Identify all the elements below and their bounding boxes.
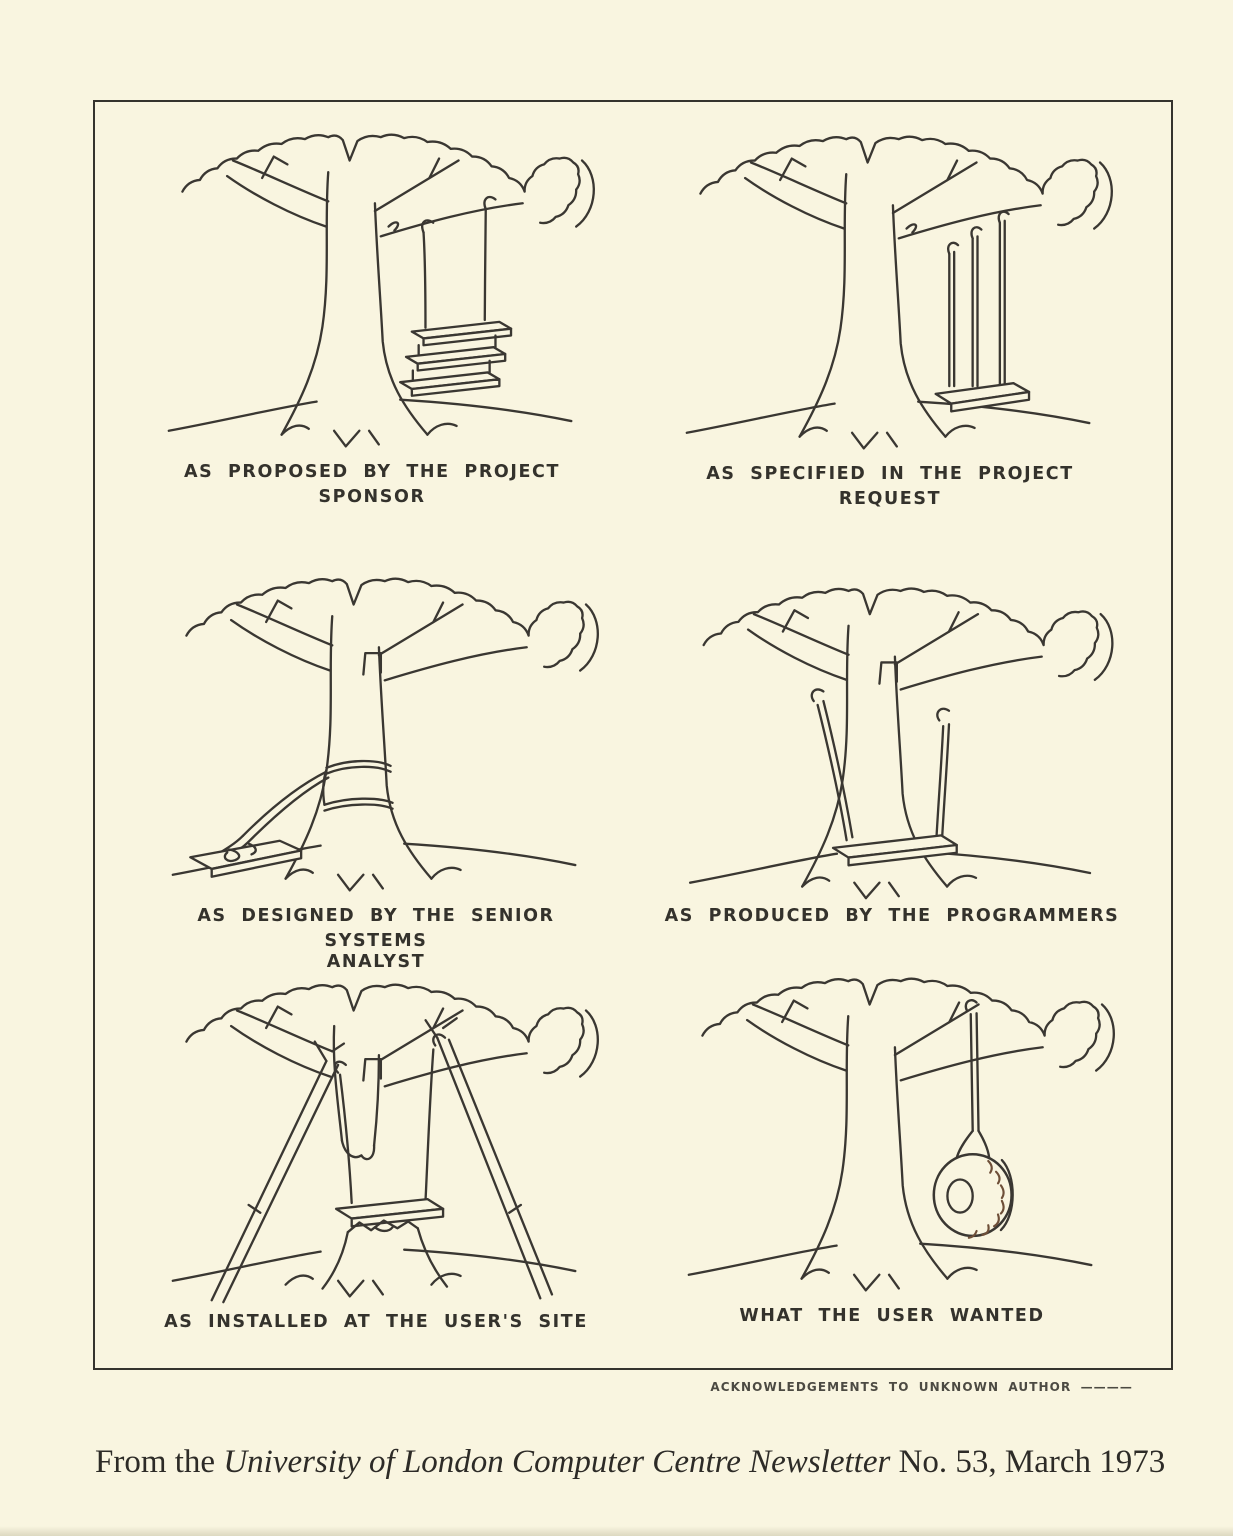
panel-specified: AS SPECIFIED IN THE PROJECT REQUEST <box>655 110 1125 512</box>
panel-produced: AS PRODUCED BY THE PROGRAMMERS <box>657 562 1127 929</box>
panel-proposed: AS PROPOSED BY THE PROJECT SPONSOR <box>137 108 607 510</box>
tree-swing-drawing-designed <box>171 577 599 892</box>
citation-issue-date: No. 53, March 1973 <box>890 1444 1166 1480</box>
tree-swing-drawing-produced <box>688 587 1114 900</box>
tree-swing-drawing-installed <box>171 983 599 1304</box>
tree-swing-drawing-wanted <box>687 977 1115 1292</box>
tree-swing-drawing-proposed <box>167 133 595 448</box>
panel-caption: AS SPECIFIED IN THE PROJECT REQUEST <box>706 464 1074 509</box>
panel-designed: AS DESIGNED BY THE SENIOR SYSTEMS ANALYS… <box>141 552 611 975</box>
panel-caption: AS DESIGNED BY THE SENIOR SYSTEMS <box>197 906 555 951</box>
panel-wanted: WHAT THE USER WANTED <box>657 952 1127 1329</box>
panel-installed: AS INSTALLED AT THE USER'S SITE <box>141 958 611 1335</box>
tree-swing-drawing-specified <box>685 135 1113 450</box>
cartoon-border-frame: AS PROPOSED BY THE PROJECT SPONSOR AS SP… <box>93 100 1173 1370</box>
panel-caption: WHAT THE USER WANTED <box>739 1306 1045 1326</box>
page-edge-shadow <box>0 1526 1233 1536</box>
panel-caption: AS INSTALLED AT THE USER'S SITE <box>164 1312 588 1332</box>
acknowledgement-note: ACKNOWLEDGEMENTS TO UNKNOWN AUTHOR ———— <box>710 1380 1133 1394</box>
panel-caption: AS PROPOSED BY THE PROJECT SPONSOR <box>183 462 561 507</box>
source-citation: From the University of London Computer C… <box>95 1444 1180 1481</box>
panel-caption: AS PRODUCED BY THE PROGRAMMERS <box>664 906 1120 926</box>
citation-newsletter-title: University of London Computer Centre New… <box>223 1444 891 1480</box>
citation-prefix: From the <box>95 1444 224 1480</box>
panel-caption-line2: ANALYST <box>326 952 426 972</box>
